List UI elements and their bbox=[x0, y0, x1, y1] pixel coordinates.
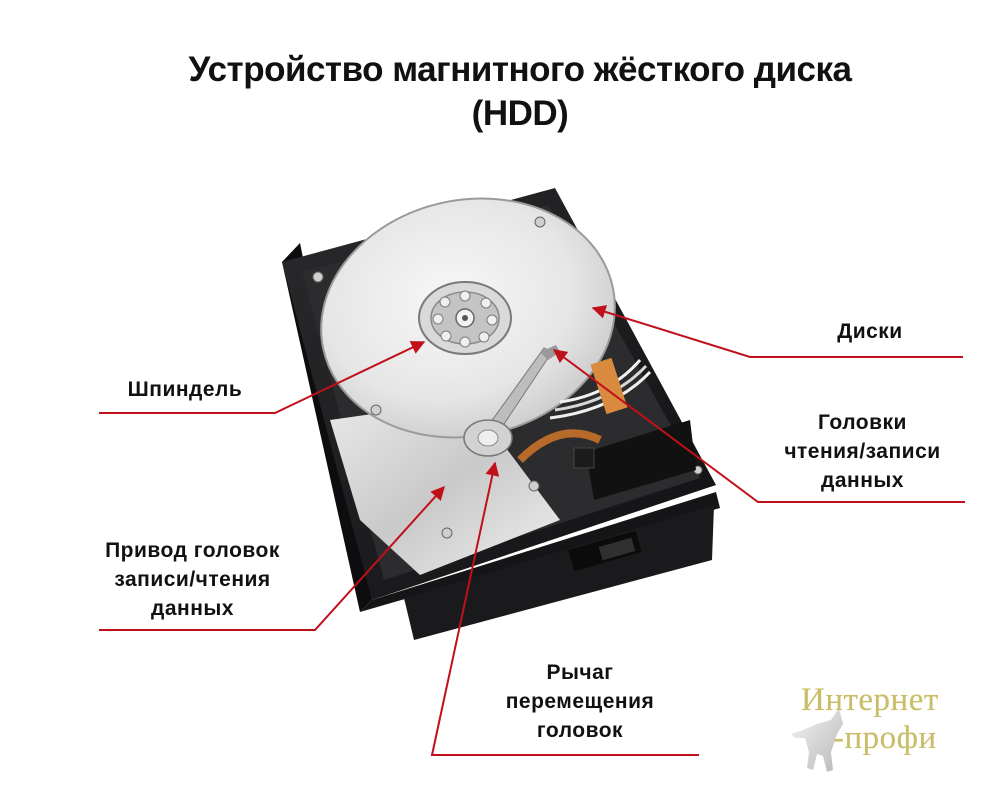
label-heads-line-3: данных bbox=[821, 469, 904, 492]
title-line-2: (HDD) bbox=[471, 94, 569, 133]
label-heads-line-2: чтения/записи bbox=[784, 440, 941, 463]
label-arm-line-3: головок bbox=[536, 719, 624, 742]
leader-line-actuator bbox=[99, 485, 445, 631]
wolf-silhouette-icon bbox=[791, 708, 843, 772]
leader-lines bbox=[99, 305, 965, 756]
label-arm-line-1: Рычаг bbox=[546, 661, 614, 684]
diagram-title: Устройство магнитного жёсткого диска (HD… bbox=[0, 48, 1000, 136]
leader-line-arm bbox=[430, 461, 699, 756]
label-spindle-text: Шпиндель bbox=[127, 378, 243, 401]
leader-line-heads bbox=[552, 349, 965, 503]
label-head-actuator: Привод головок записи/чтения данных bbox=[85, 536, 300, 623]
label-head-arm: Рычаг перемещения головок bbox=[480, 658, 680, 745]
watermark-logo: Интернет -профи bbox=[791, 682, 960, 782]
watermark-line-2: -профи bbox=[833, 720, 937, 756]
label-actuator-line-3: данных bbox=[151, 597, 234, 620]
leader-line-disks bbox=[591, 305, 963, 358]
label-actuator-line-2: записи/чтения bbox=[114, 568, 271, 591]
title-line-1: Устройство магнитного жёсткого диска bbox=[188, 50, 852, 89]
label-read-write-heads: Головки чтения/записи данных bbox=[760, 408, 965, 495]
label-actuator-line-1: Привод головок bbox=[105, 539, 280, 562]
watermark-line-1: Интернет bbox=[801, 682, 939, 718]
label-disks-text: Диски bbox=[837, 320, 903, 343]
label-disks: Диски bbox=[810, 317, 930, 346]
label-heads-line-1: Головки bbox=[818, 411, 907, 434]
label-arm-line-2: перемещения bbox=[505, 690, 655, 713]
hard-disk-drive-icon bbox=[282, 188, 720, 640]
leader-line-spindle bbox=[99, 341, 426, 414]
label-spindle: Шпиндель bbox=[110, 375, 260, 404]
